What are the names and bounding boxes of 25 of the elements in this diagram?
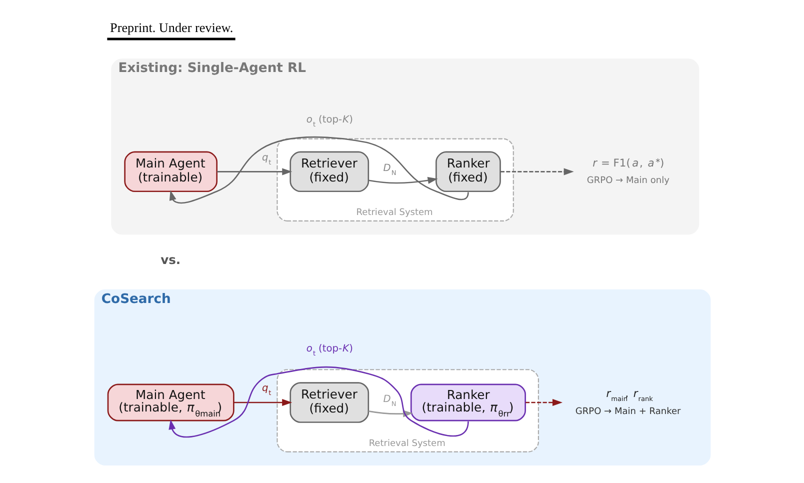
label: vs. <box>160 253 180 268</box>
arrow <box>168 136 468 204</box>
arrow <box>168 366 468 438</box>
node-text: r$_{main}$, r$_{rank}$ <box>606 387 652 404</box>
node-box: Main Agent (trainable, π$_{θmain}$) <box>106 384 234 422</box>
edge-label: D$_{N}$ <box>382 162 396 177</box>
arrow <box>368 176 438 184</box>
node-label: GRPO → Main only <box>586 176 669 186</box>
edge-label: o$_{t}$ (top-K) <box>306 114 352 128</box>
edge-label: D$_{N}$ <box>382 394 396 408</box>
node-box: Ranker (trainable, π$_{θrr}$) <box>410 384 526 422</box>
arrow <box>500 168 574 176</box>
node-box: Retriever (fixed) <box>289 151 369 192</box>
node-box: Main Agent (trainable) <box>124 151 217 192</box>
label: Preprint. Under review. <box>110 20 233 35</box>
edge-label: q$_{t}$ <box>262 152 271 166</box>
node-label: GRPO → Main + Ranker <box>574 406 680 417</box>
arrow <box>525 399 562 406</box>
arrow <box>233 399 292 406</box>
node-text: r = F1(a, a$^{∗}$) <box>592 156 664 170</box>
arrow <box>216 168 292 176</box>
node-box: Ranker (fixed) <box>435 151 500 192</box>
node-box: Retriever (fixed) <box>289 382 369 423</box>
edge-label: o$_{t}$ (top-K) <box>306 344 352 358</box>
edge-label: q$_{t}$ <box>262 383 271 398</box>
